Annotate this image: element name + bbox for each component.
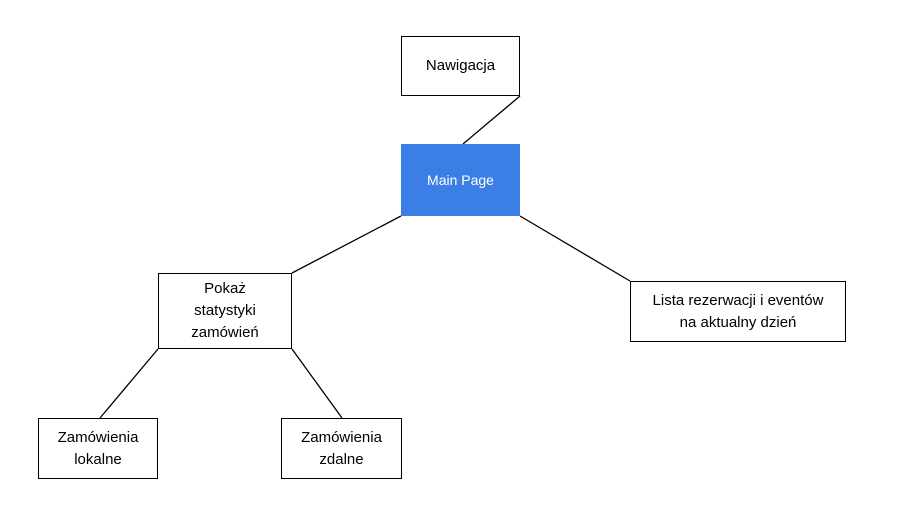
node-lista-rezerwacji: Lista rezerwacji i eventów na aktualny d… bbox=[630, 281, 846, 342]
node-zamowienia-lokalne-label: Zamówienia lokalne bbox=[57, 428, 139, 468]
connector-pokaz-zdalne bbox=[291, 348, 343, 419]
connector-pokaz-lokalne bbox=[99, 348, 159, 419]
node-nawigacja-label: Nawigacja bbox=[425, 57, 496, 74]
node-zamowienia-lokalne: Zamówienia lokalne bbox=[38, 418, 158, 479]
connector-nawigacja-main bbox=[462, 95, 521, 145]
node-zamowienia-zdalne-label: Zamówienia zdalne bbox=[301, 428, 382, 468]
node-lista-rezerwacji-label: Lista rezerwacji i eventów na aktualny d… bbox=[652, 291, 824, 331]
node-pokaz-statystyki: Pokaż statystyki zamówień bbox=[158, 273, 292, 349]
node-pokaz-statystyki-label: Pokaż statystyki zamówień bbox=[191, 280, 259, 341]
node-main-page-label: Main Page bbox=[427, 172, 494, 188]
node-zamowienia-zdalne: Zamówienia zdalne bbox=[281, 418, 402, 479]
connector-main-pokaz bbox=[291, 215, 402, 274]
node-main-page: Main Page bbox=[401, 144, 520, 216]
node-nawigacja: Nawigacja bbox=[401, 36, 520, 96]
connector-main-lista bbox=[519, 215, 631, 282]
